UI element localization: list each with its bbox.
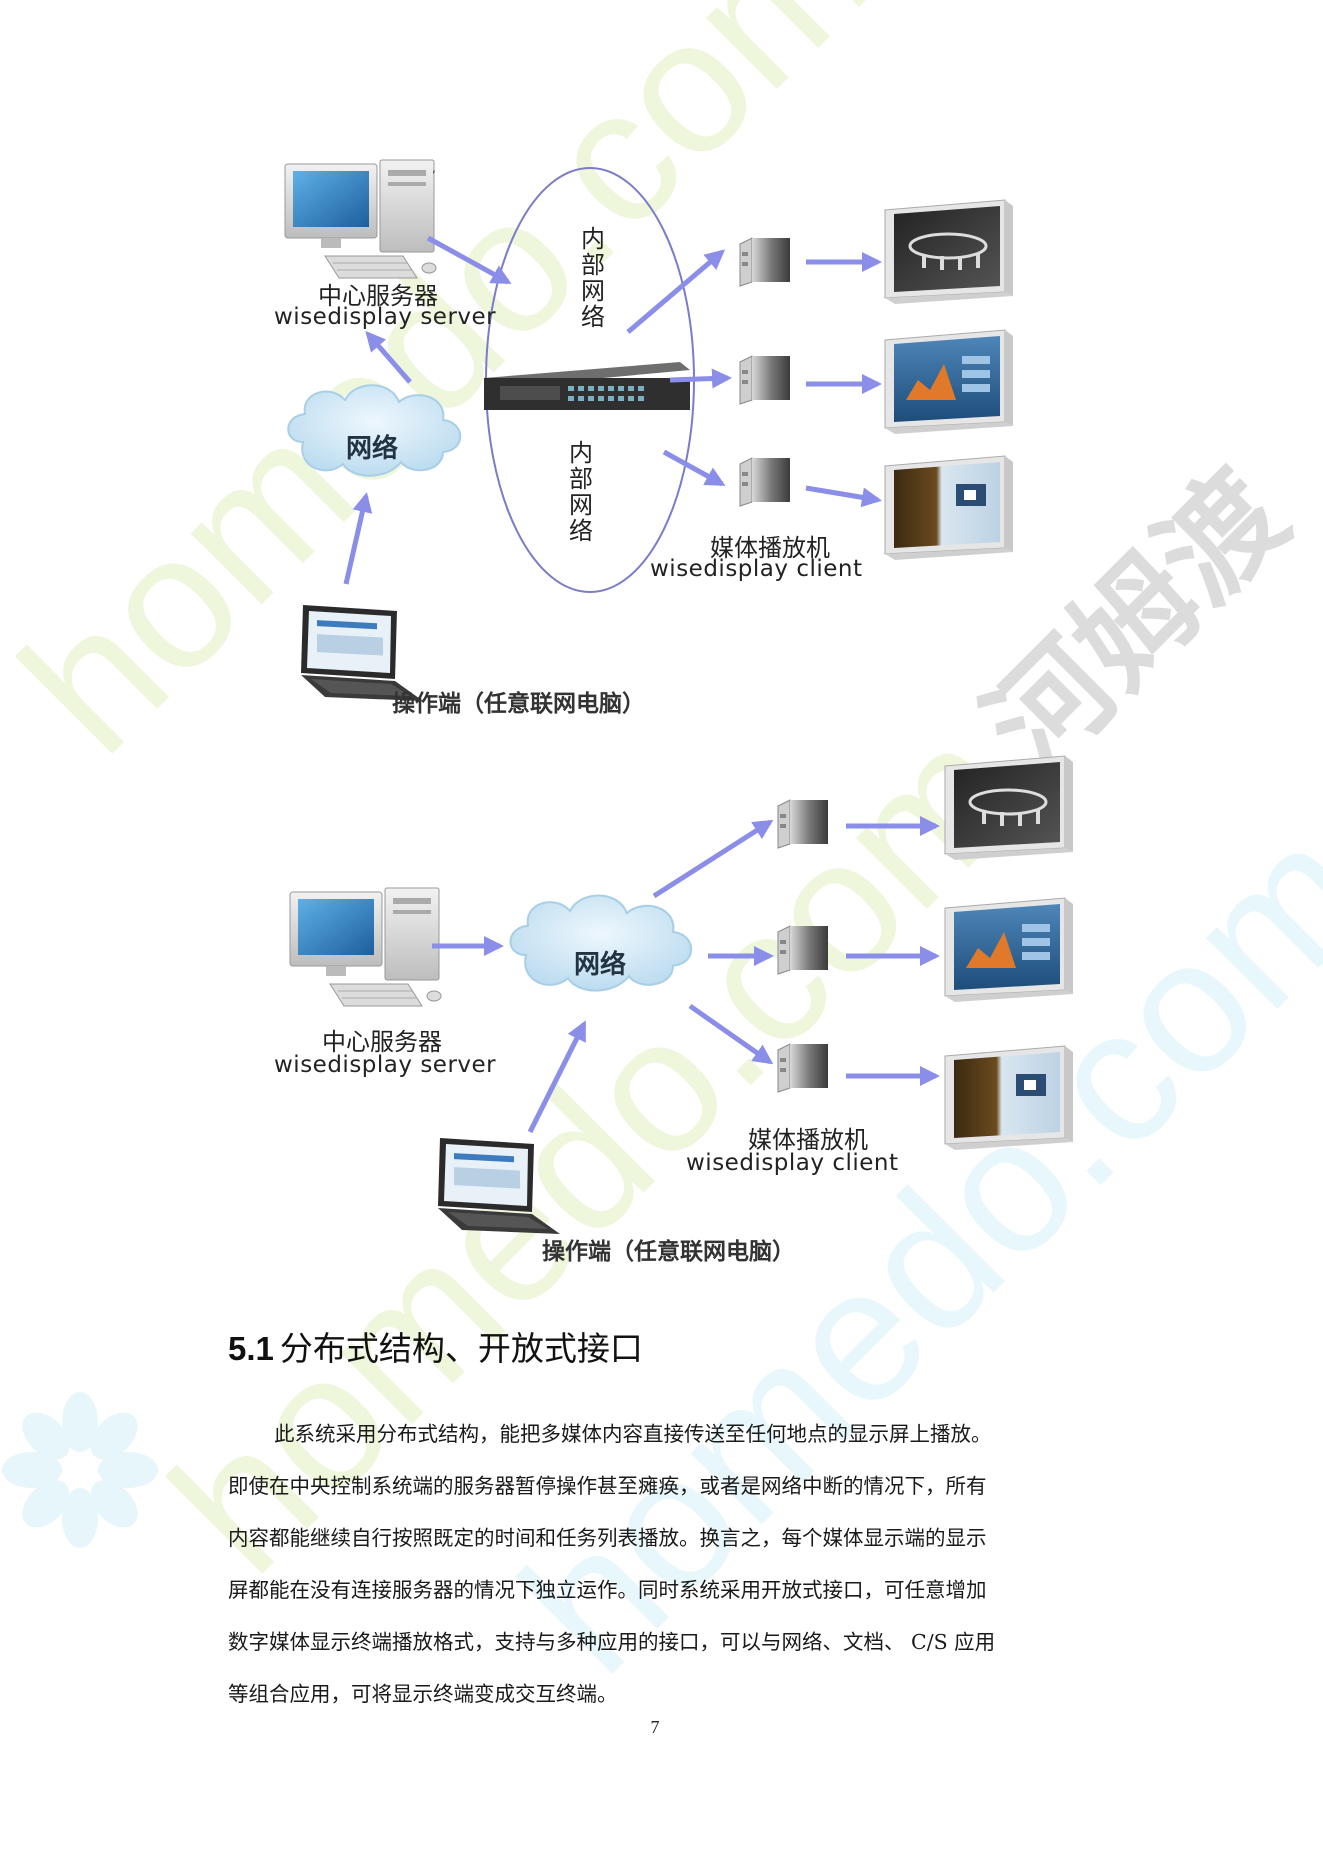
client-label-cn: 媒体播放机: [748, 1126, 868, 1154]
svg-text:,: ,: [432, 161, 436, 175]
internal-network-label-top: 内部网络: [581, 225, 605, 331]
paragraph-line: 屏都能在没有连接服务器的情况下独立运作。同时系统采用开放式接口，可任意增加: [228, 1578, 987, 1602]
switch-icon: [484, 362, 690, 410]
media-player-box-icon: [739, 355, 791, 405]
media-player-box-icon: [777, 1043, 829, 1093]
operator-label: 操作端（任意联网电脑）: [392, 690, 645, 717]
client-label-en: wisedisplay client: [686, 1150, 899, 1176]
client-label-cn: 媒体播放机: [710, 534, 830, 562]
display-screen-icon: [944, 897, 1074, 1003]
server-label-cn: 中心服务器: [322, 1028, 442, 1056]
operator-laptop-icon: [438, 1138, 560, 1234]
display-screen-icon: [884, 455, 1014, 561]
cloud-label: 网络: [574, 950, 627, 980]
display-screen-icon: [884, 199, 1014, 305]
media-player-box-icon: [777, 799, 829, 849]
body-paragraph: 此系统采用分布式结构，能把多媒体内容直接传送至任何地点的显示屏上播放。 即使在中…: [228, 1408, 1088, 1720]
paragraph-line: 此系统采用分布式结构，能把多媒体内容直接传送至任何地点的显示屏上播放。: [274, 1422, 992, 1446]
page-number: 7: [650, 1717, 660, 1737]
client-label-en: wisedisplay client: [650, 556, 863, 582]
server-label-en: wisedisplay server: [274, 1052, 497, 1078]
media-player-box-icon: [739, 237, 791, 287]
display-screen-icon: [884, 329, 1014, 435]
server-pc-icon: [289, 887, 442, 1007]
media-player-box-icon: [739, 457, 791, 507]
cloud-label: 网络: [346, 434, 399, 464]
paragraph-line: 等组合应用，可将显示终端变成交互终端。: [228, 1682, 618, 1706]
display-screen-icon: [944, 755, 1074, 861]
operator-label: 操作端（任意联网电脑）: [542, 1238, 795, 1265]
paragraph-line: 数字媒体显示终端播放格式，支持与多种应用的接口，可以与网络、文档、 C/S 应用: [228, 1630, 996, 1654]
diagram-2: [289, 755, 1074, 1234]
internal-network-label-bottom: 内部网络: [569, 439, 593, 545]
section-title: 分布式结构、开放式接口: [279, 1329, 643, 1368]
server-label-en: wisedisplay server: [274, 304, 497, 330]
media-player-box-icon: [777, 925, 829, 975]
paragraph-line: 即使在中央控制系统端的服务器暂停操作甚至瘫痪，或者是网络中断的情况下，所有: [228, 1474, 987, 1498]
section-number: 5.1: [228, 1330, 274, 1367]
server-pc-icon: [284, 159, 437, 279]
display-screen-icon: [944, 1045, 1074, 1151]
server-label-cn: 中心服务器: [318, 282, 438, 310]
diagram-1: ,: [284, 159, 1014, 701]
paragraph-line: 内容都能继续自行按照既定的时间和任务列表播放。换言之，每个媒体显示端的显示: [228, 1526, 987, 1550]
